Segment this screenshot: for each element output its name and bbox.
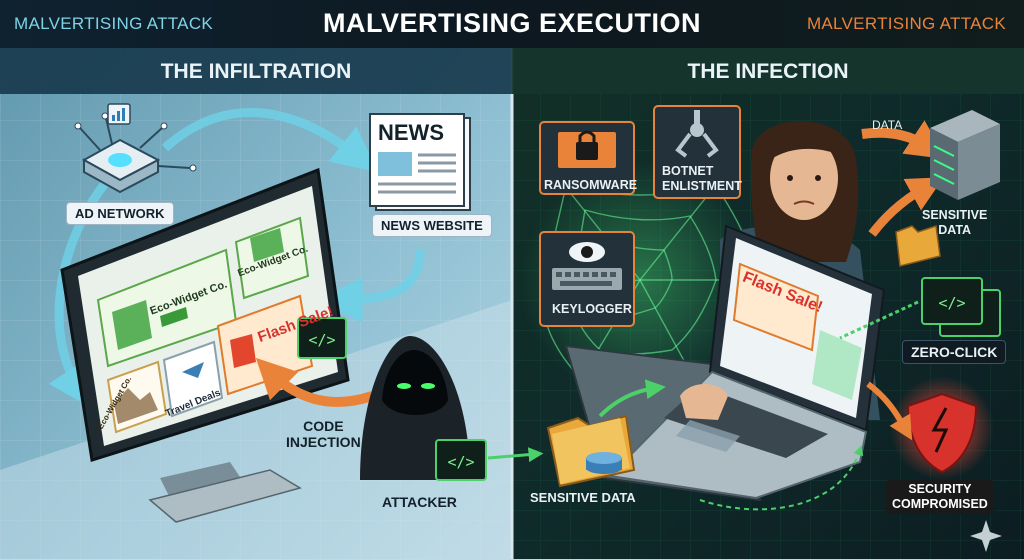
server-icon [930,110,1000,200]
attacker-label: ATTACKER [382,494,457,510]
laptop-icon [564,224,886,502]
router-icon [74,112,197,194]
chart-icon [107,103,131,125]
svg-text:</>: </> [308,331,335,349]
right-heading-bar [512,48,1024,94]
keyboard-icon [552,268,622,290]
shield-icon [890,376,994,480]
code-injection-label: CODE INJECTION [286,418,361,450]
sensitive-data-folder-label: SENSITIVE DATA [530,490,636,505]
newspaper-icon [369,113,471,211]
svg-text:</>: </> [938,294,965,312]
robot-claw-icon [653,105,741,199]
zero-click-label: ZERO-CLICK [902,340,1007,364]
code-icon: </> [435,439,487,481]
botnet-label: BOTNET ENLISTMENT [662,164,742,193]
folder-icon [546,414,636,488]
header-right-tag: MALVERTISING ATTACK [806,14,1006,33]
sensitive-data-server-label: SENSITIVE DATA [922,208,988,237]
left-panel-heading: THE INFILTRATION [160,60,352,83]
left-heading-bar [0,48,512,94]
lock-icon [539,121,635,195]
ransomware-label: RANSOMWARE [544,178,638,192]
data-label: DATA [872,118,903,132]
ad-travel-deals [162,340,224,418]
ad-network-label: AD NETWORK [66,202,174,225]
laptop-flash-sale-ad [732,262,820,352]
sparkle-icon [970,520,1002,552]
header-left-tag: MALVERTISING ATTACK [14,14,214,33]
code-icon: </> [921,277,1001,337]
keylogger-label: KEYLOGGER [552,302,632,316]
svg-text:</>: </> [447,453,474,471]
news-sign: NEWS [378,120,444,145]
news-website-label: NEWS WEBSITE [372,214,492,237]
page-title: MALVERTISING EXECUTION [322,8,702,38]
security-compromised-label: SECURITY COMPROMISED [886,480,994,514]
folder-icon [895,225,941,267]
code-icon: </> [297,317,347,359]
right-panel-heading: THE INFECTION [687,60,849,83]
header-bar [0,0,1024,48]
